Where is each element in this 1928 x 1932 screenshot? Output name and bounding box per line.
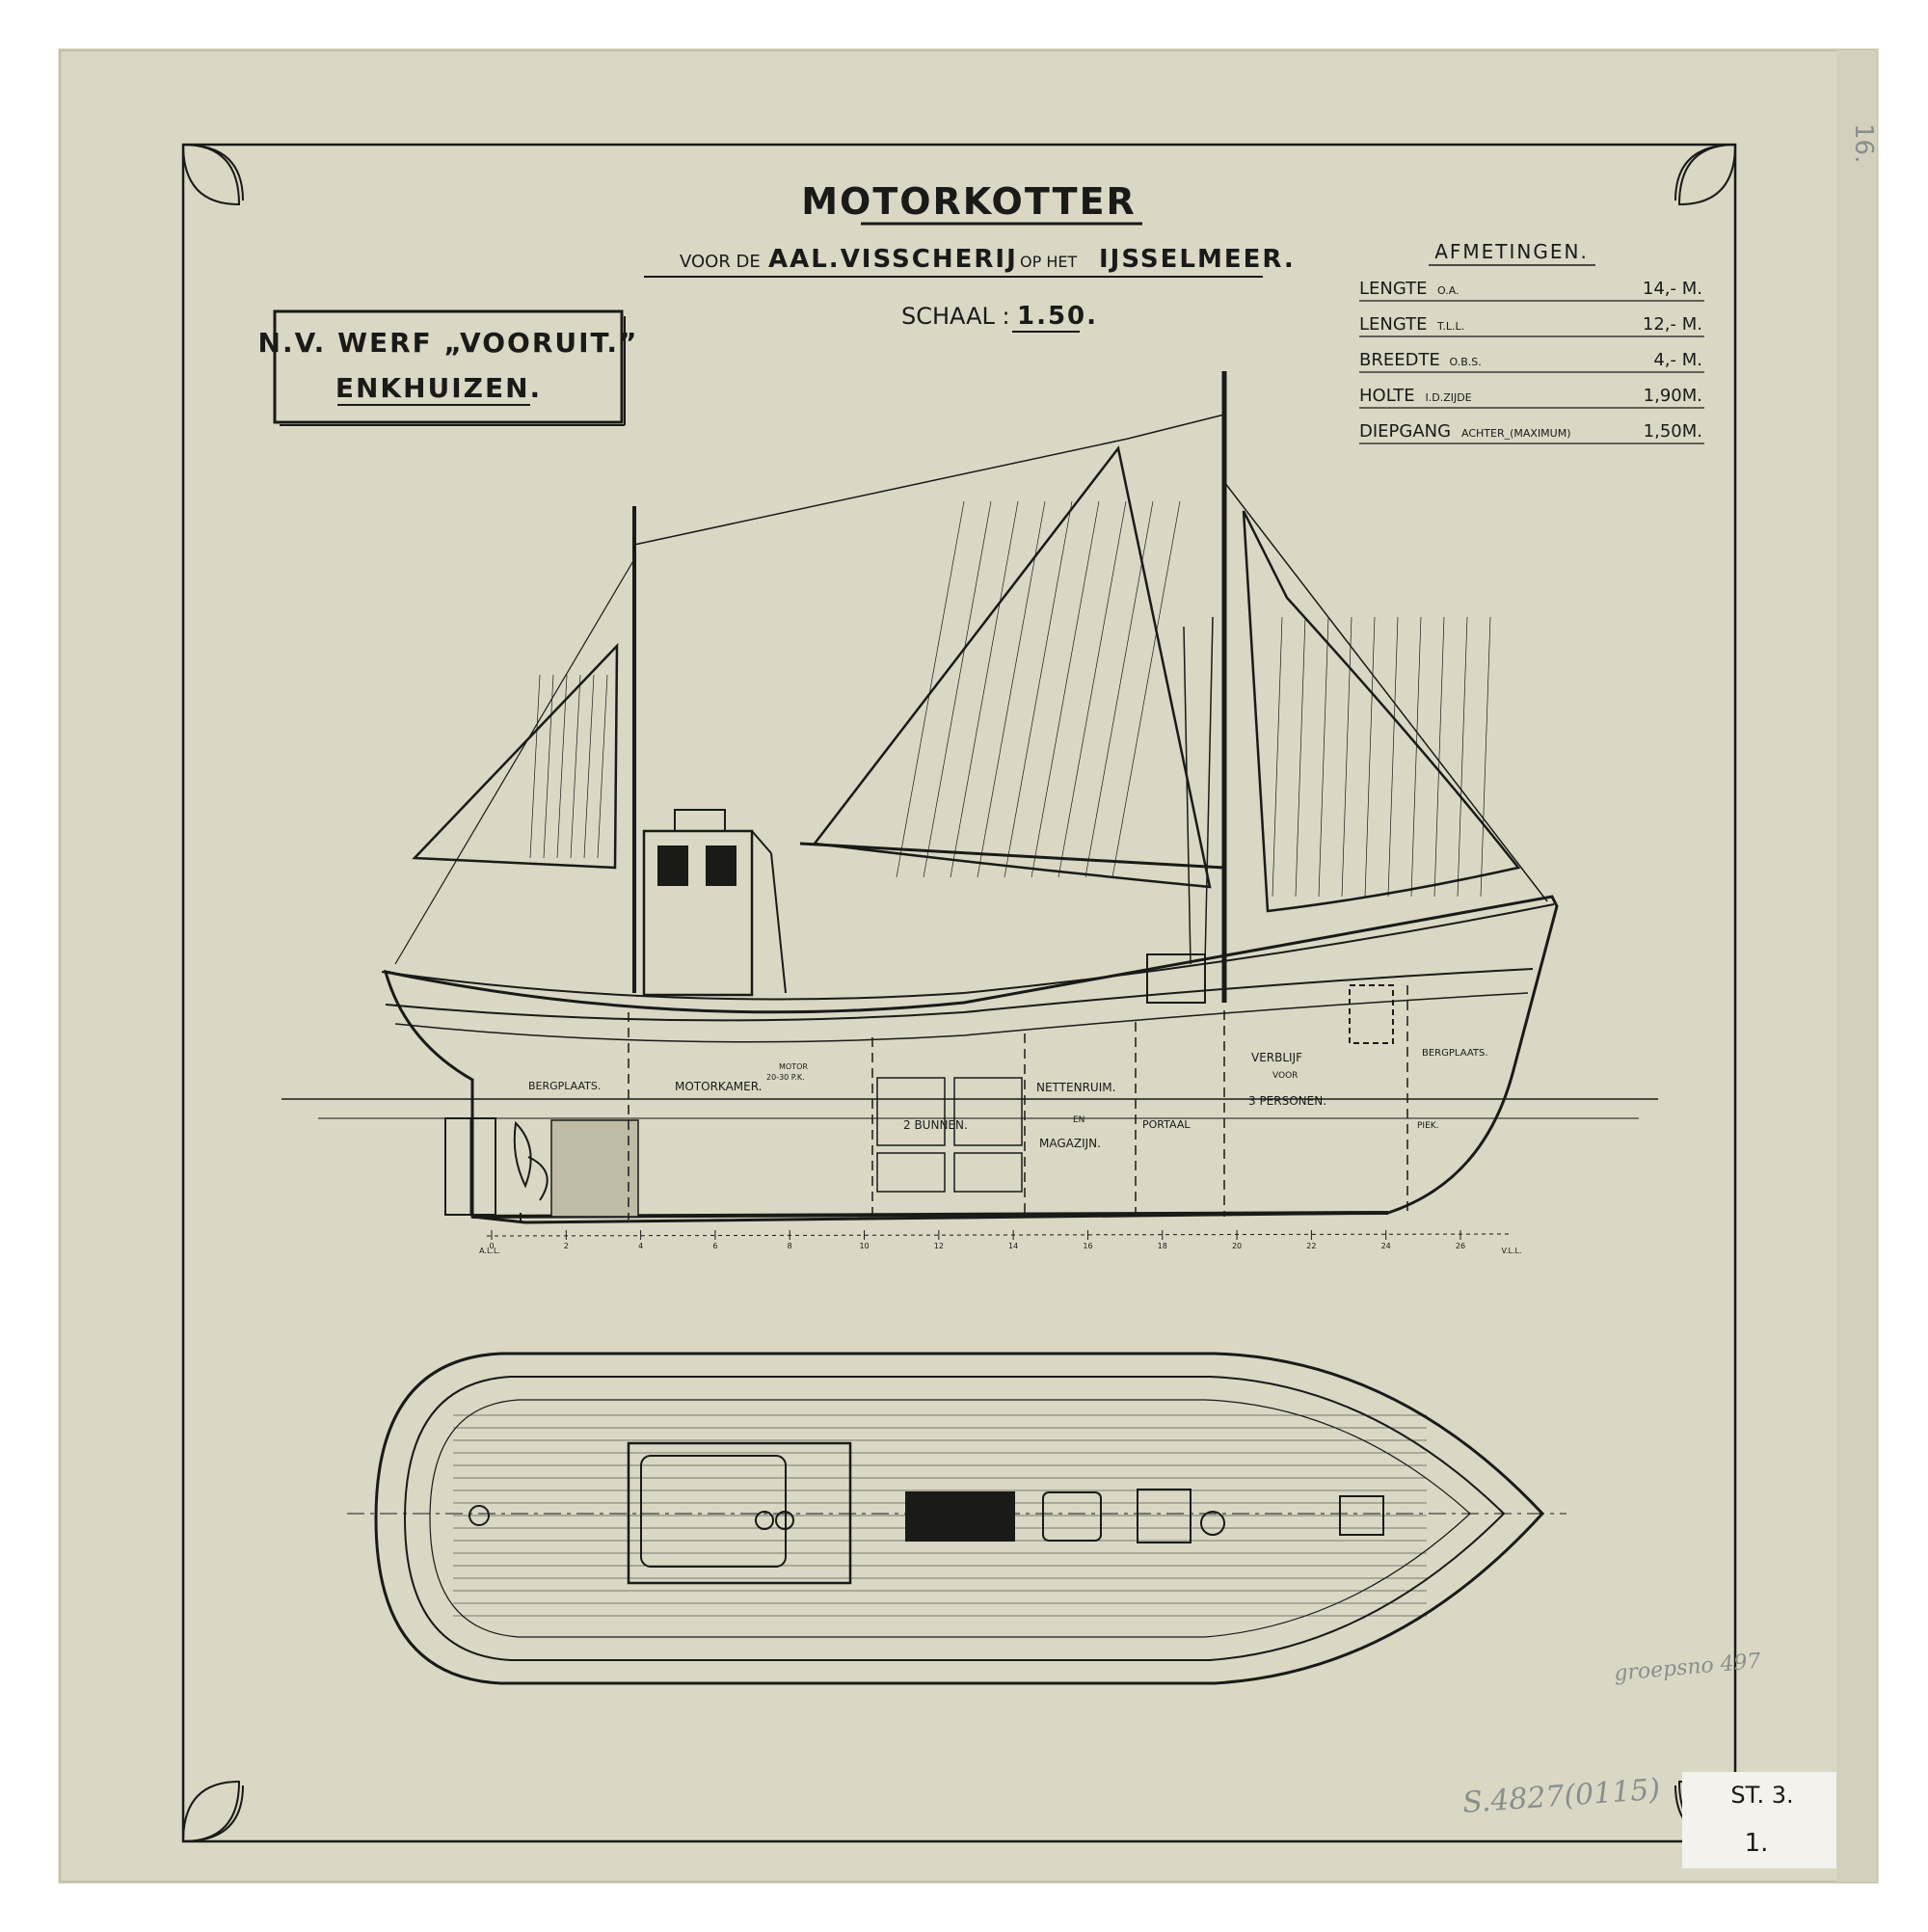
label-piek: PIEK. (1417, 1121, 1439, 1131)
label-nettenruim: NETTENRUIM. (1036, 1081, 1115, 1094)
dimension-value: 1,50M. (1644, 421, 1702, 442)
wheelhouse-window-right (706, 845, 736, 886)
side-elevation (281, 371, 1658, 1237)
deck-plan (347, 1352, 1566, 1685)
compartment-labels: BERGPLAATS. MOTORKAMER. MOTOR 20-30 P.K.… (528, 1048, 1488, 1150)
shelf-label (1682, 1772, 1836, 1868)
label-verblijf-3: 3 PERSONEN. (1248, 1094, 1326, 1108)
mizzen-sail (412, 642, 619, 870)
subtitle-voor-de: VOOR DE (680, 252, 761, 272)
frame-label-fwd: V.L.L. (1502, 1247, 1522, 1255)
paper-sheet (60, 50, 1877, 1882)
dimension-qualifier: O.A. (1437, 284, 1459, 297)
dimension-row: DIEPGANG ACHTER_(MAXIMUM) 1,50M. (1359, 421, 1704, 444)
frame-tick-label: 8 (788, 1242, 792, 1250)
frame-tick-label: 16 (1083, 1242, 1092, 1250)
builder-city: ENKHUIZEN. (335, 372, 542, 404)
dimension-row: HOLTE I.D.ZIJDE 1,90M. (1359, 386, 1704, 409)
frame-tick-label: 0 (489, 1242, 494, 1250)
label-portaal: PORTAAL (1142, 1118, 1191, 1131)
dimension-qualifier: ACHTER_(MAXIMUM) (1461, 427, 1571, 440)
frame-tick-label: 18 (1158, 1242, 1167, 1250)
jib-sail (1242, 510, 1521, 913)
scale-value: 1.50. (1017, 302, 1098, 331)
frame-tick-label: 2 (564, 1242, 569, 1250)
frame-tick-label: 20 (1232, 1242, 1242, 1250)
dimension-name: LENGTE (1359, 314, 1428, 335)
frame-tick-label: 22 (1306, 1242, 1316, 1250)
label-bergplaats-fwd: BERGPLAATS. (1422, 1048, 1488, 1059)
label-verblijf-1: VERBLIJF (1251, 1051, 1302, 1064)
archive-annotations: groepsno 497 S.4827(0115) ST. 3. 1. 16. (1461, 123, 1878, 1868)
plan-mast-step-icon (469, 1505, 490, 1526)
dimension-row: LENGTE O.A. 14,- M. (1359, 279, 1704, 302)
frame-tick-label: 26 (1456, 1242, 1465, 1250)
label-en: EN (1073, 1115, 1084, 1125)
dimension-qualifier: I.D.ZIJDE (1426, 391, 1472, 404)
scale-label: SCHAAL : (901, 303, 1010, 330)
label-motor-1: MOTOR (779, 1062, 808, 1071)
subtitle-fishery: AAL.VISSCHERIJ (768, 245, 1018, 274)
frame-tick-label: 6 (712, 1242, 717, 1250)
dimension-name: LENGTE (1359, 279, 1428, 299)
label-motorkamer: MOTORKAMER. (675, 1080, 762, 1093)
dimensions-heading: AFMETINGEN. (1434, 240, 1589, 263)
frame-tick-label: 24 (1381, 1242, 1391, 1250)
frame-tick-label: 10 (859, 1242, 869, 1250)
plan-wheelhouse (627, 1441, 852, 1585)
dimension-value: 12,- M. (1643, 314, 1702, 335)
frame-tick-label: 4 (638, 1242, 643, 1250)
label-bunnen: 2 BUNNEN. (903, 1118, 968, 1132)
builder-name: N.V. WERF „VOORUIT.” (258, 327, 639, 359)
dimension-value: 4,- M. (1653, 350, 1702, 370)
wheelhouse-window-left (657, 845, 688, 886)
label-magazijn: MAGAZIJN. (1039, 1137, 1101, 1150)
plan-skylight-1 (905, 1491, 955, 1542)
drawing-title: MOTORKOTTER (801, 180, 1137, 223)
propeller-icon (513, 1120, 549, 1201)
dimension-qualifier: O.B.S. (1450, 356, 1482, 368)
subtitle-lake: IJSSELMEER. (1099, 245, 1296, 274)
label-motor-2: 20-30 P.K. (766, 1073, 805, 1082)
label-verblijf-2: VOOR (1272, 1071, 1298, 1081)
shelf-label-line2: 1. (1745, 1829, 1769, 1858)
frame-tick-label: 12 (934, 1242, 944, 1250)
frame-tick-label: 14 (1008, 1242, 1018, 1250)
title-block: MOTORKOTTER VOOR DE AAL.VISSCHERIJ OP HE… (644, 180, 1296, 333)
frame-label-aft: A.L.L. (479, 1247, 500, 1255)
plan-skylight-2 (955, 1491, 1015, 1542)
dimension-name: BREEDTE (1359, 350, 1440, 370)
dimension-name: HOLTE (1359, 386, 1415, 406)
dimensions-table: AFMETINGEN. LENGTE O.A. 14,- M. LENGTE T.L.L… (1359, 240, 1704, 444)
shelf-label-line1: ST. 3. (1730, 1782, 1793, 1809)
main-sail (812, 445, 1212, 889)
dimension-value: 14,- M. (1643, 279, 1702, 299)
dimension-row: LENGTE T.L.L. 12,- M. (1359, 314, 1704, 337)
subtitle-op-het: OP HET (1020, 253, 1077, 271)
dimension-value: 1,90M. (1644, 386, 1702, 406)
label-bergplaats-aft: BERGPLAATS. (528, 1080, 601, 1092)
dimension-name: DIEPGANG (1359, 421, 1451, 442)
dimension-row: BREEDTE O.B.S. 4,- M. (1359, 350, 1704, 373)
edge-number: 16. (1849, 123, 1878, 163)
dimension-qualifier: T.L.L. (1436, 320, 1464, 333)
drawing-border (181, 143, 1737, 1843)
builder-box: N.V. WERF „VOORUIT.” ENKHUIZEN. (258, 309, 639, 426)
deck-plan-outline (374, 1352, 1545, 1685)
